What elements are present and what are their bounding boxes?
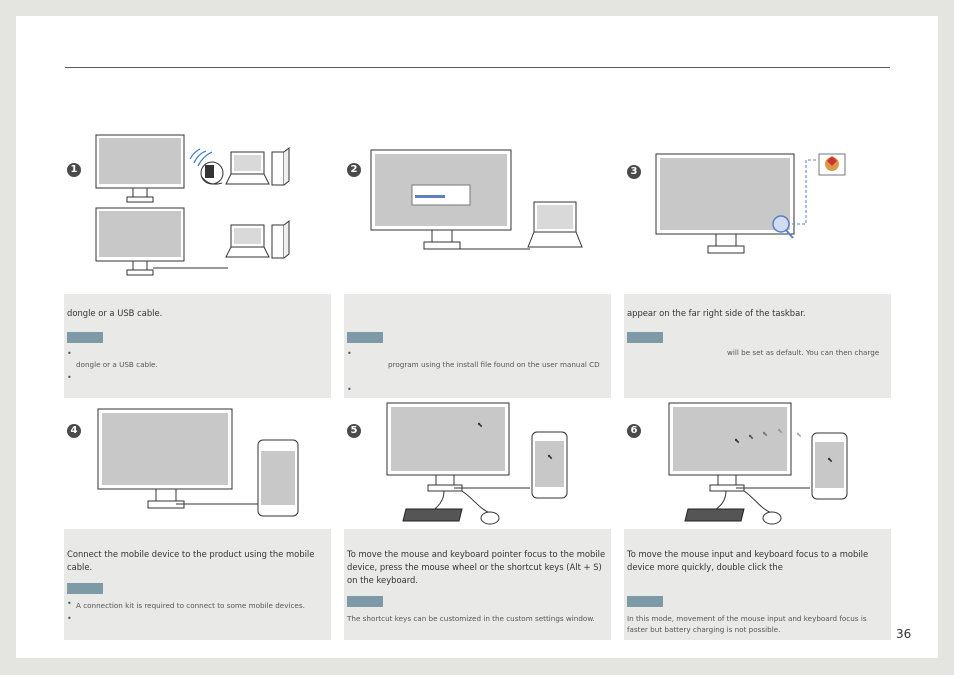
step-number-4: 4 xyxy=(67,424,81,438)
step-3-panel: 3 appear on the far right side of the ta… xyxy=(624,132,891,398)
header-rule xyxy=(65,67,890,68)
step-3-note-tag xyxy=(627,332,663,343)
step-4-main-text: Connect the mobile device to the product… xyxy=(67,549,315,572)
step-number-5: 5 xyxy=(347,424,361,438)
step-4-bullet-dot-2: • xyxy=(67,614,72,623)
page-number: 36 xyxy=(896,627,912,641)
step-3-text-box: appear on the far right side of the task… xyxy=(624,294,891,398)
step-6-illustration: ⬉ ⬉ ⬉ ⬉ ⬉ ⬉ xyxy=(668,402,848,525)
step-4-bullet-1: A connection kit is required to connect … xyxy=(76,601,305,610)
step-4-bullet-dot-1: • xyxy=(67,599,72,608)
step-2-bullet-1: program using the install file found on … xyxy=(388,360,600,369)
step-6-note-tag xyxy=(627,596,663,607)
svg-text:⬉: ⬉ xyxy=(827,456,833,464)
step-5-panel: 5 ⬉ ⬉ To move the mouse and keyboard poi… xyxy=(344,399,611,640)
step-5-main-text: To move the mouse and keyboard pointer f… xyxy=(347,549,606,585)
svg-text:⬉: ⬉ xyxy=(734,437,740,445)
step-3-main-text: appear on the far right side of the task… xyxy=(627,308,806,318)
step-5-note-text: The shortcut keys can be customized in t… xyxy=(347,614,595,623)
svg-text:⬉: ⬉ xyxy=(762,430,768,438)
step-number-6: 6 xyxy=(627,424,641,438)
svg-text:⬉: ⬉ xyxy=(477,421,483,429)
step-6-panel: 6 ⬉ ⬉ ⬉ ⬉ ⬉ ⬉ To move the mouse input an… xyxy=(624,399,891,640)
svg-text:⬉: ⬉ xyxy=(748,433,754,441)
step-number-1: 1 xyxy=(67,163,81,177)
step-4-text-box: Connect the mobile device to the product… xyxy=(64,529,331,640)
step-2-panel: 2 • program using the install file found… xyxy=(344,132,611,398)
step-1-bullet-dot-2: • xyxy=(67,373,72,382)
svg-text:⬉: ⬉ xyxy=(777,427,783,435)
step-2-bullet-dot-2: • xyxy=(347,385,352,394)
step-5-text-box: To move the mouse and keyboard pointer f… xyxy=(344,529,611,640)
step-1-bullet-1: dongle or a USB cable. xyxy=(76,360,158,369)
step-1-bullet-dot-1: • xyxy=(67,349,72,358)
step-1-note-tag xyxy=(67,332,103,343)
step-4-note-tag xyxy=(67,583,103,594)
step-1-illustration xyxy=(95,134,290,276)
step-number-2: 2 xyxy=(347,163,361,177)
step-1-panel: 1 xyxy=(64,132,331,398)
step-3-illustration xyxy=(655,153,846,254)
step-1-text-box: dongle or a USB cable. • dongle or a USB… xyxy=(64,294,331,398)
step-5-note-tag xyxy=(347,596,383,607)
step-3-note-text: will be set as default. You can then cha… xyxy=(727,348,880,357)
step-2-note-tag xyxy=(347,332,383,343)
step-6-text-box: To move the mouse input and keyboard foc… xyxy=(624,529,891,640)
step-number-3: 3 xyxy=(627,165,641,179)
step-1-main-text: dongle or a USB cable. xyxy=(67,308,163,318)
step-4-illustration xyxy=(97,408,299,517)
step-6-note-text: In this mode, movement of the mouse inpu… xyxy=(627,614,867,634)
svg-text:⬉: ⬉ xyxy=(796,431,802,439)
step-2-text-box: • program using the install file found o… xyxy=(344,294,611,398)
manual-page: 1 xyxy=(16,16,938,658)
step-2-illustration xyxy=(370,149,583,250)
step-5-illustration: ⬉ ⬉ xyxy=(386,402,568,525)
step-4-panel: 4 Connect the mobile device to the produ… xyxy=(64,399,331,640)
step-2-bullet-dot-1: • xyxy=(347,349,352,358)
svg-text:⬉: ⬉ xyxy=(547,453,553,461)
step-6-main-text: To move the mouse input and keyboard foc… xyxy=(627,549,869,572)
